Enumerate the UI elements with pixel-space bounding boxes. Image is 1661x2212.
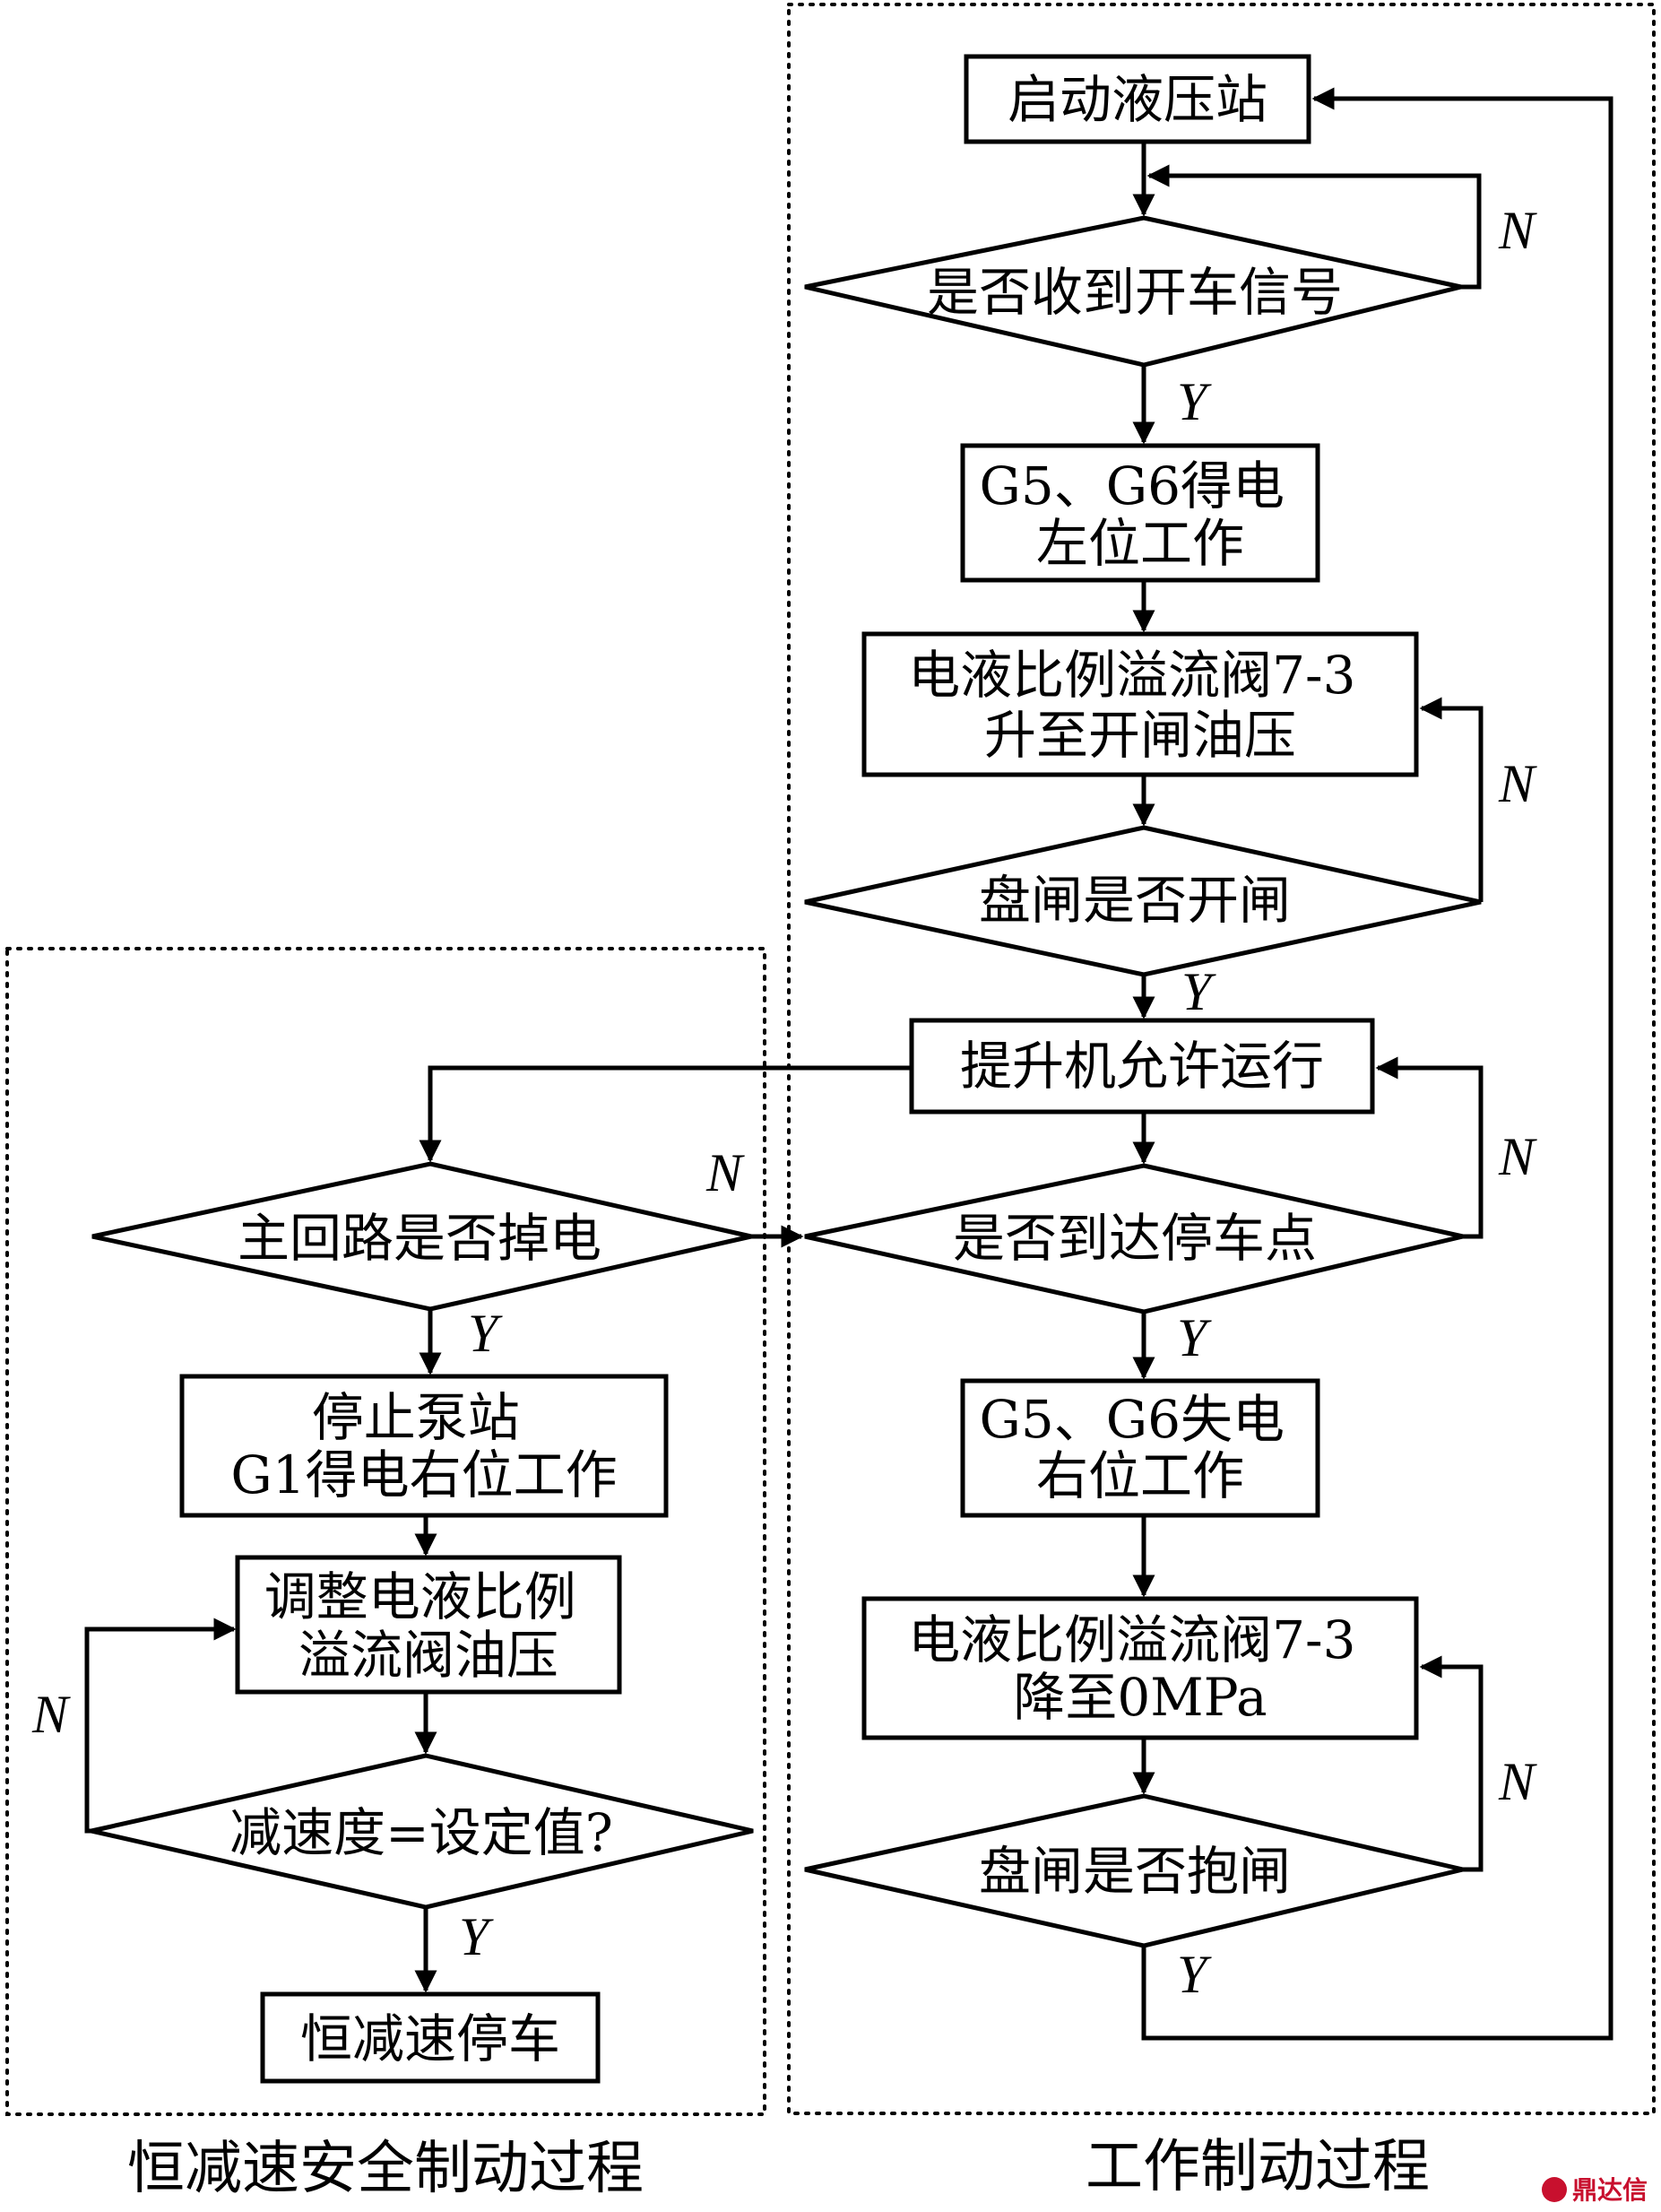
stop-pump-text: 停止泵站 G1得电右位工作 xyxy=(230,1387,617,1505)
const-decel-stop-box xyxy=(260,1991,601,2084)
watermark-logo: 鼎达信 xyxy=(1542,2175,1648,2205)
label-y-brake-hold: Y xyxy=(1177,1945,1212,2004)
label-n-brake-hold: N xyxy=(1498,1752,1537,1811)
start-pump-text: 启动液压站 xyxy=(1008,69,1267,130)
loop-decel-no xyxy=(84,1618,237,1834)
safety-braking-region xyxy=(5,947,766,2116)
valve-down-box xyxy=(861,1596,1419,1740)
valve-up-box xyxy=(861,631,1419,777)
valve-down-text: 电液比例溢流阀7-3 降至0MPa xyxy=(908,1609,1372,1728)
loop-brake-open-no xyxy=(1419,697,1484,902)
arrow-run-to-power-check xyxy=(419,1065,912,1163)
label-y-decel: Y xyxy=(459,1907,494,1966)
allow-run-box xyxy=(909,1018,1375,1115)
loop-signal-no xyxy=(1146,164,1482,290)
loop-brake-hold-no xyxy=(1419,1655,1484,1872)
loop-stop-point-no xyxy=(1375,1056,1484,1239)
work-braking-caption: 工作制动过程 xyxy=(1086,2134,1430,2200)
label-y-power-loss: Y xyxy=(468,1304,503,1363)
connectors xyxy=(84,87,1613,2041)
start-pump-box xyxy=(964,54,1311,144)
stop-pump-box xyxy=(179,1374,669,1518)
label-n-stop-point: N xyxy=(1498,1127,1537,1186)
label-n-decel: N xyxy=(31,1685,71,1744)
label-n-signal: N xyxy=(1498,201,1537,260)
safety-braking-caption: 恒减速安全制动过程 xyxy=(127,2136,644,2202)
g5g6-on-box xyxy=(960,443,1320,583)
const-decel-stop-text: 恒减速停车 xyxy=(300,2008,560,2069)
adjust-pressure-box xyxy=(235,1555,622,1695)
branch-labels: N Y N Y N Y N Y N Y N Y xyxy=(31,201,1537,2004)
brake-open-text: 盘闸是否开闸 xyxy=(979,870,1291,931)
brake-hold-text: 盘闸是否抱闸 xyxy=(979,1841,1291,1902)
label-n-brake-open: N xyxy=(1498,754,1537,813)
label-y-brake-open: Y xyxy=(1181,962,1216,1021)
g5g6-on-text: G5、G6得电 左位工作 xyxy=(980,455,1302,574)
start-signal-text: 是否收到开车信号 xyxy=(927,262,1343,323)
power-loss-text: 主回路是否掉电 xyxy=(238,1208,601,1269)
label-y-stop-point: Y xyxy=(1177,1308,1212,1367)
work-braking-region xyxy=(787,3,1656,2115)
allow-run-text: 提升机允许运行 xyxy=(960,1036,1324,1097)
label-y-signal: Y xyxy=(1177,372,1212,431)
adjust-pressure-text: 调整电液比例 溢流阀油压 xyxy=(264,1566,593,1686)
return-to-start xyxy=(1141,87,1613,2041)
decel-check-text: 减速度=设定值? xyxy=(229,1802,613,1863)
reach-stop-text: 是否到达停车点 xyxy=(953,1208,1317,1269)
label-n-power-loss: N xyxy=(705,1143,745,1202)
g5g6-off-box xyxy=(960,1378,1320,1518)
g5g6-off-text: G5、G6失电 右位工作 xyxy=(980,1389,1302,1506)
watermark-icon xyxy=(1542,2177,1567,2202)
valve-up-text: 电液比例溢流阀7-3 升至开闸油压 xyxy=(908,645,1372,766)
watermark-text: 鼎达信 xyxy=(1572,2175,1648,2205)
